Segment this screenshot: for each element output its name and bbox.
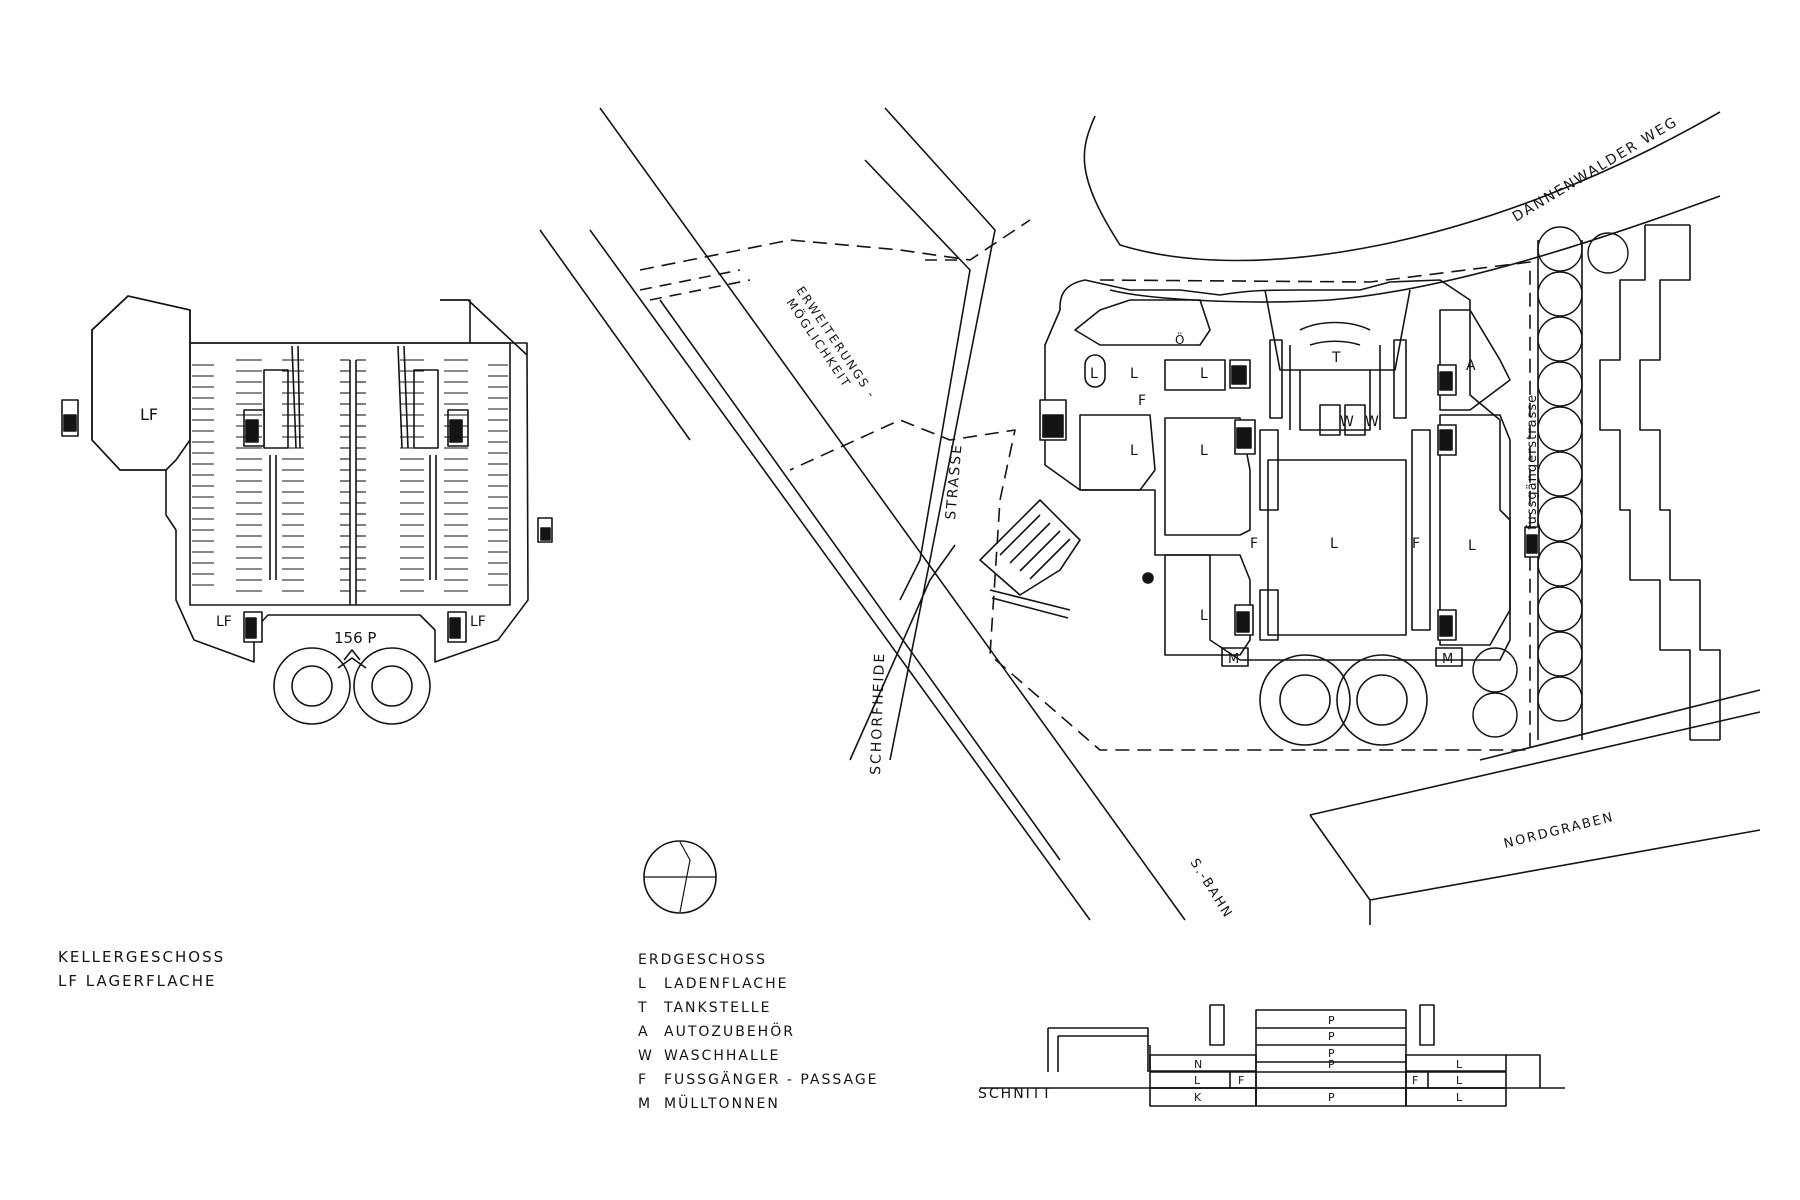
section-code-P: P bbox=[1328, 1047, 1335, 1060]
code-L: L bbox=[1130, 443, 1138, 459]
street-fussgaenger: fussgängerstrasse bbox=[1525, 394, 1540, 530]
code-F: F bbox=[1138, 393, 1146, 409]
code-O: Ö bbox=[1175, 331, 1184, 347]
sbahn-corridor bbox=[539, 107, 1186, 921]
north-arrow bbox=[643, 840, 717, 914]
code-T: T bbox=[1331, 350, 1341, 366]
section-code-P: P bbox=[1328, 1030, 1335, 1043]
ramp-circle-left bbox=[273, 647, 351, 725]
street-schorfheide: SCHORFHEIDE bbox=[868, 652, 888, 776]
section-title: SCHNITT bbox=[978, 1086, 1053, 1102]
code-W: W bbox=[1340, 414, 1354, 430]
section-code-K: K bbox=[1194, 1091, 1202, 1104]
waste-room-right bbox=[1435, 647, 1463, 667]
code-L: L bbox=[1468, 538, 1476, 554]
basement-lf-right: LF bbox=[470, 614, 486, 630]
section-code-F: F bbox=[1412, 1074, 1418, 1087]
street-sbahn: S.-BAHN bbox=[1187, 856, 1236, 922]
code-M: M bbox=[1228, 652, 1239, 667]
ramp-left bbox=[263, 369, 289, 449]
basement-lf-left: LF bbox=[216, 614, 232, 630]
site-ramp-circle-left bbox=[1259, 654, 1351, 746]
central-hall bbox=[1267, 459, 1407, 636]
schorfheide-street bbox=[849, 107, 996, 761]
section-code-N: N bbox=[1194, 1058, 1202, 1071]
code-F: F bbox=[1412, 536, 1420, 552]
code-L: L bbox=[1330, 536, 1338, 552]
dannenwalder-road bbox=[1083, 111, 1721, 303]
code-W: W bbox=[1365, 414, 1379, 430]
section-code-P: P bbox=[1328, 1058, 1335, 1071]
code-A: A bbox=[1466, 358, 1476, 374]
basement-lf-main: LF bbox=[140, 405, 158, 424]
mall-outline bbox=[1044, 279, 1511, 661]
street-nordgraben: NORDGRABEN bbox=[1502, 810, 1616, 852]
code-F: F bbox=[1250, 536, 1258, 552]
ramp-circle-right bbox=[353, 647, 431, 725]
waste-room-left bbox=[1221, 647, 1249, 667]
residential-blocks bbox=[1599, 225, 1721, 740]
code-L: L bbox=[1200, 443, 1208, 459]
storage-wing-left bbox=[91, 295, 191, 471]
code-L: L bbox=[1200, 366, 1208, 382]
section-code-F: F bbox=[1238, 1074, 1244, 1087]
street-strasse: STRASSE bbox=[943, 442, 966, 520]
basement-outline bbox=[91, 295, 529, 663]
footbridge bbox=[979, 499, 1081, 619]
basement-title: KELLERGESCHOSS bbox=[58, 948, 226, 966]
site-boundary bbox=[639, 219, 1531, 751]
basement-plan bbox=[61, 295, 553, 725]
expansion-label-1: ERWEITERUNGS - bbox=[794, 284, 880, 402]
code-L: L bbox=[1130, 366, 1138, 382]
street-dannenwalder: DANNENWALDER WEG bbox=[1510, 114, 1681, 226]
section-code-L: L bbox=[1456, 1058, 1463, 1071]
legend-title: ERDGESCHOSS bbox=[638, 952, 768, 968]
section-code-P: P bbox=[1328, 1014, 1335, 1027]
section-code-P: P bbox=[1328, 1091, 1335, 1104]
ramp-right bbox=[413, 369, 439, 449]
basement-parking-count: 156 P bbox=[334, 629, 376, 647]
tank-station bbox=[1264, 289, 1411, 431]
basement-subtitle: LF LAGERFLACHE bbox=[58, 972, 217, 990]
code-L: L bbox=[1200, 608, 1208, 624]
site-plan bbox=[539, 107, 1761, 925]
section-code-L: L bbox=[1456, 1074, 1463, 1087]
section-code-L: L bbox=[1194, 1074, 1201, 1087]
site-ramp-circle-right bbox=[1336, 654, 1428, 746]
code-L: L bbox=[1090, 366, 1098, 382]
code-M: M bbox=[1442, 652, 1453, 667]
section-code-L: L bbox=[1456, 1091, 1463, 1104]
nordgraben-road bbox=[1309, 711, 1761, 925]
section-drawing bbox=[980, 1004, 1565, 1107]
